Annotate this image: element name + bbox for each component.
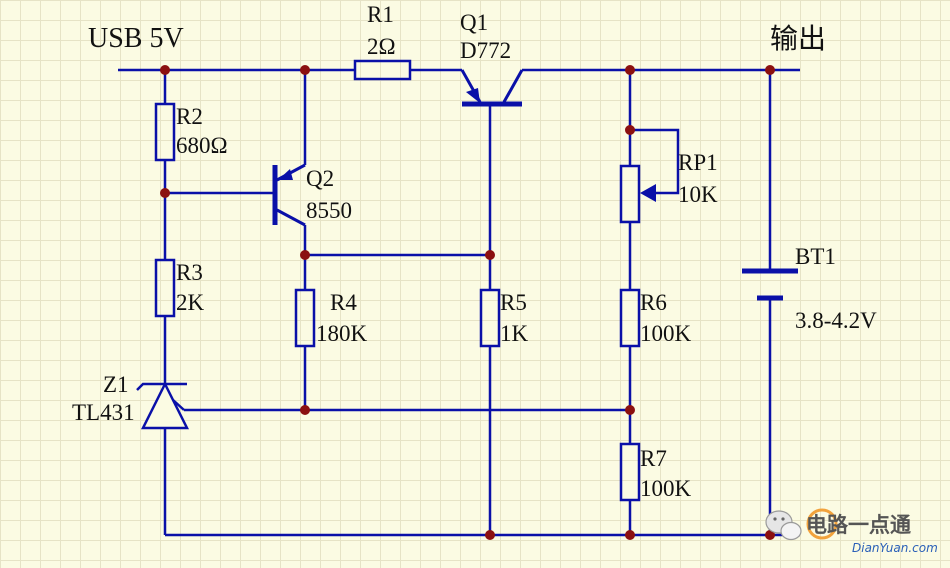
resistor-r5	[479, 288, 501, 348]
input-label: USB 5V	[88, 23, 184, 54]
r5-ref: R5	[500, 290, 527, 315]
resistor-r3	[154, 258, 176, 318]
q1-ref: Q1	[460, 10, 488, 35]
zener-z1	[136, 381, 190, 430]
resistor-r1	[353, 59, 412, 81]
q2-ref: Q2	[306, 166, 334, 191]
battery-bt1	[742, 268, 798, 301]
r1-ref: R1	[367, 2, 394, 27]
q1-value: D772	[460, 38, 511, 63]
r7-value: 100K	[640, 476, 692, 501]
resistor-r4	[294, 288, 316, 348]
z1-value: TL431	[72, 400, 135, 425]
r3-ref: R3	[176, 260, 203, 285]
potentiometer-rp1	[619, 164, 641, 224]
rp1-value: 10K	[678, 182, 718, 207]
resistor-r6	[619, 288, 641, 348]
r6-ref: R6	[640, 290, 667, 315]
resistor-r7	[619, 442, 641, 502]
watermark-brand: 电路一点通	[806, 513, 911, 537]
resistor-r2	[154, 102, 176, 162]
bt1-ref: BT1	[795, 244, 836, 269]
r2-ref: R2	[176, 104, 203, 129]
wiper-arrow-icon	[640, 184, 656, 202]
r1-value: 2Ω	[367, 34, 396, 59]
r7-ref: R7	[640, 446, 667, 471]
logo-ring-icon	[806, 508, 838, 540]
z1-ref: Z1	[103, 372, 129, 397]
q1-emitter-arrow-icon	[466, 88, 480, 103]
wechat-icon	[765, 510, 802, 541]
output-label: 输出	[770, 23, 826, 55]
r6-value: 100K	[640, 321, 692, 346]
watermark: 电路一点通 DianYuan.com	[765, 508, 938, 555]
q2-emitter-arrow-icon	[278, 169, 293, 180]
watermark-url: DianYuan.com	[852, 541, 938, 555]
r2-value: 680Ω	[176, 133, 228, 158]
bt1-value: 3.8-4.2V	[795, 308, 877, 333]
resistors	[154, 59, 641, 502]
r4-value: 180K	[316, 321, 368, 346]
r4-ref: R4	[330, 290, 357, 315]
rp1-ref: RP1	[678, 150, 718, 175]
junctions	[160, 65, 775, 540]
q2-value: 8550	[306, 198, 352, 223]
r5-value: 1K	[500, 321, 529, 346]
r3-value: 2K	[176, 290, 205, 315]
transistor-q1	[460, 69, 524, 107]
